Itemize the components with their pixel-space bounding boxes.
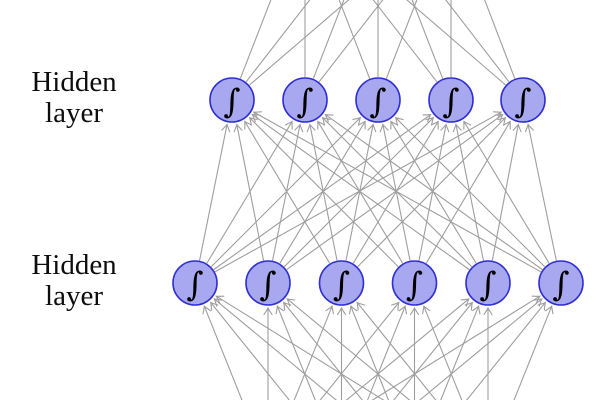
neuron-node [428, 77, 474, 123]
edge-line [385, 0, 418, 79]
edge-line [484, 0, 516, 79]
edge-line [379, 123, 411, 261]
edge-line [425, 120, 511, 264]
neuron-node [465, 260, 511, 306]
hidden-layer-1-label: Hidden layer [31, 250, 116, 312]
edge-line [411, 0, 444, 79]
edge-line [245, 0, 311, 83]
label-line: layer [45, 97, 103, 129]
integral-glyph: ∫ [514, 82, 531, 121]
edge-line [252, 111, 542, 273]
edge-line [312, 0, 345, 79]
edge-line [452, 123, 484, 261]
edge-line [215, 295, 385, 400]
integral-glyph: ∫ [369, 82, 386, 121]
integral-glyph: ∫ [442, 82, 459, 121]
edge-line [324, 113, 543, 271]
neuron-node [282, 77, 328, 123]
edge-line [233, 123, 265, 261]
edge-line [244, 120, 331, 264]
edge-line [286, 113, 504, 271]
integral-glyph: ∫ [406, 265, 423, 304]
edge-line [345, 123, 377, 261]
edge-line [372, 0, 438, 83]
integral-glyph: ∫ [259, 265, 276, 304]
edge-line [286, 298, 411, 400]
edge-line [357, 116, 507, 268]
edge-line [524, 123, 557, 261]
edge-line [366, 305, 408, 400]
edge-line [272, 123, 304, 261]
edge-line [422, 305, 463, 400]
edge-line [445, 0, 510, 83]
label-line: Hidden [31, 66, 117, 98]
edge-line [239, 0, 272, 79]
edge-line [279, 120, 366, 264]
label-line: Hidden [31, 249, 117, 281]
edge-line [338, 0, 371, 79]
edge-line [213, 298, 337, 400]
label-line: layer [45, 280, 103, 312]
edge-line [371, 295, 541, 400]
edge-line [394, 116, 546, 268]
edge-line [199, 123, 231, 261]
edge-line [356, 301, 437, 400]
integral-glyph: ∫ [479, 265, 496, 304]
integral-glyph: ∫ [552, 265, 569, 304]
edge-line [206, 120, 293, 264]
integral-glyph: ∫ [333, 265, 350, 304]
neuron-node [500, 77, 546, 123]
edge-line [210, 116, 362, 268]
edge-line [209, 301, 290, 400]
neuron-node [209, 77, 255, 123]
edge-line [306, 123, 338, 261]
integral-glyph: ∫ [296, 82, 313, 121]
neuron-node [172, 260, 218, 306]
edge-lines [199, 0, 557, 400]
edge-line [248, 116, 399, 268]
hidden-layer-2-label: Hidden layer [31, 67, 116, 129]
edge-line [463, 120, 550, 264]
edge-line [491, 123, 522, 261]
neuron-nodes: ∫ ∫ ∫ ∫ ∫ ∫ ∫ ∫ ∫ ∫ ∫ [172, 77, 584, 306]
integral-glyph: ∫ [186, 265, 203, 304]
edge-line [418, 123, 450, 261]
neuron-node [318, 260, 365, 306]
edge-line [406, 0, 506, 86]
edge-line [214, 111, 503, 273]
integral-glyph: ∫ [223, 82, 240, 121]
edge-line [466, 301, 547, 400]
neuron-node [538, 260, 584, 306]
edge-line [352, 120, 439, 264]
edge-line [513, 305, 554, 400]
edge-line [283, 116, 435, 268]
edge-line [202, 305, 243, 400]
edge-line [319, 301, 400, 400]
edge-line [251, 113, 470, 271]
neuron-node [355, 77, 401, 123]
neuron-node [245, 260, 291, 306]
edge-line [440, 305, 481, 400]
edge-line [318, 0, 384, 83]
neuron-node [391, 260, 438, 306]
